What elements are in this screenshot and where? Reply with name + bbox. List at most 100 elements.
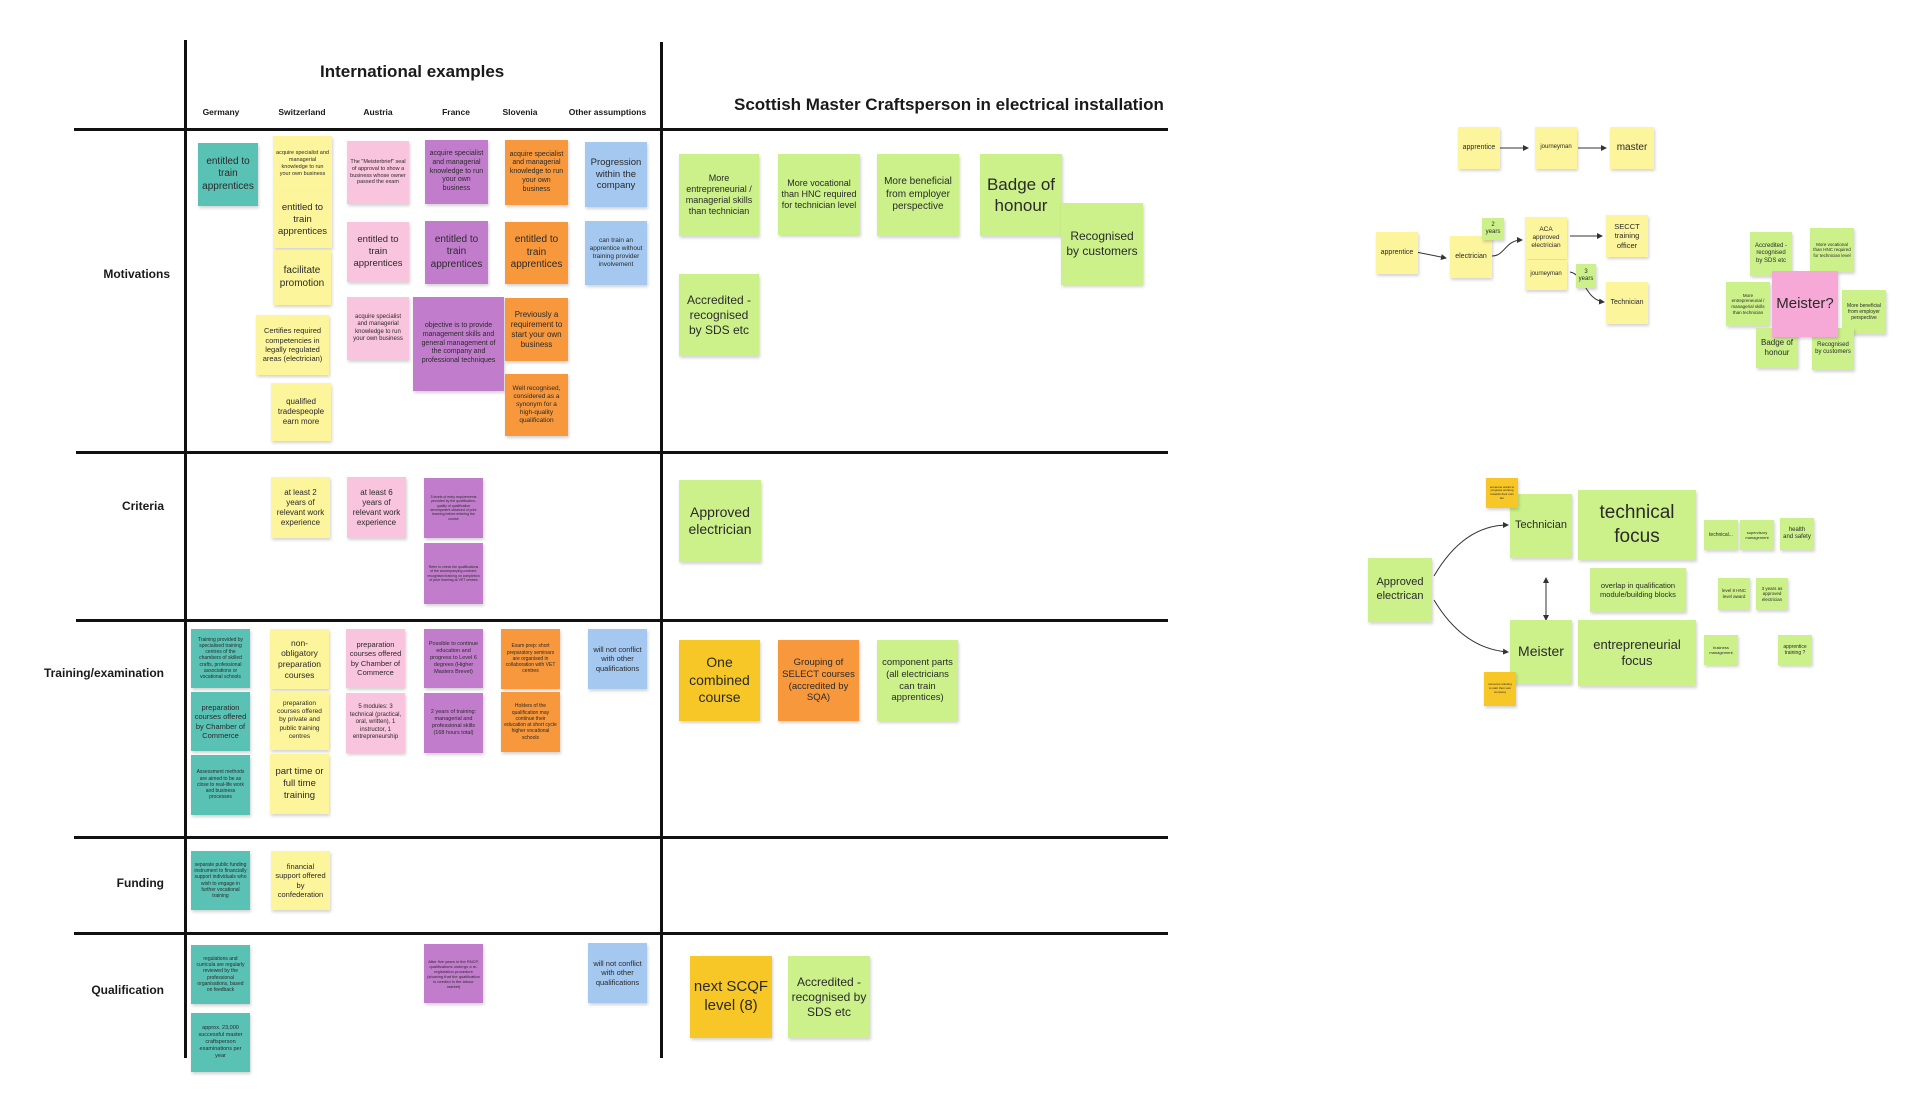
sticky-note[interactable]: will not conflict with other qualificati…	[588, 629, 647, 689]
sticky-note[interactable]: Well recognised, considered as a synonym…	[505, 374, 568, 436]
sticky-note[interactable]: Certifies required competencies in legal…	[256, 315, 329, 375]
sticky-note[interactable]: More vocational than HNC required for te…	[1810, 228, 1854, 272]
sticky-note[interactable]: Badge of honour	[980, 154, 1062, 236]
sticky-note[interactable]: journeyman	[1525, 260, 1567, 290]
sticky-note[interactable]: Meister	[1510, 620, 1572, 684]
sticky-note[interactable]: entitled to train apprentices	[198, 143, 258, 206]
sticky-note[interactable]: Approved electrician	[679, 480, 761, 562]
sticky-note[interactable]: apprentice training ?	[1778, 635, 1812, 665]
sticky-note[interactable]: More entrepreneurial / managerial skills…	[679, 154, 759, 236]
col-switzerland: Switzerland	[278, 107, 326, 117]
row-funding: Funding	[116, 876, 164, 890]
sticky-note[interactable]: apprentice	[1376, 232, 1418, 274]
sticky-note[interactable]: regulations and curricula are regularly …	[191, 945, 250, 1004]
sticky-note[interactable]: Approved electrican	[1368, 558, 1432, 622]
sticky-note[interactable]: Refer to check the qualifications of the…	[424, 543, 483, 604]
sticky-note[interactable]: One combined course	[679, 640, 760, 721]
sticky-note[interactable]: part time or full time training	[270, 754, 329, 814]
sticky-note[interactable]: qualified tradespeople earn more	[271, 383, 331, 441]
sticky-note[interactable]: will not conflict with other qualificati…	[588, 943, 647, 1003]
sticky-note[interactable]: SECCT training officer	[1606, 215, 1648, 257]
arrow-apprentice-electrician	[1415, 251, 1447, 260]
sticky-note[interactable]: electrician	[1450, 236, 1492, 278]
sticky-note[interactable]: acquire specialist and managerial knowle…	[425, 140, 488, 204]
sticky-note[interactable]: health and safety	[1780, 518, 1814, 550]
sticky-note[interactable]: separate public funding instrument to fi…	[191, 851, 250, 910]
sticky-note[interactable]: objective is to provide management skill…	[413, 297, 504, 391]
col-france: France	[442, 107, 470, 117]
sticky-note[interactable]: entitled to train apprentices	[347, 222, 409, 282]
sticky-note[interactable]: 3 years as approved electrician	[1756, 578, 1788, 610]
sticky-note[interactable]: Accredited - recognised by SDS etc	[1750, 232, 1792, 276]
sticky-note[interactable]: supervisory management	[1740, 520, 1774, 550]
sticky-note[interactable]: Possible to continue education and progr…	[424, 629, 483, 688]
sticky-note[interactable]: Progression within the company	[585, 142, 647, 207]
sticky-note[interactable]: technical focus	[1578, 490, 1696, 560]
sticky-note[interactable]: Technician	[1606, 282, 1648, 324]
col-other-assumptions: Other assumptions	[568, 107, 647, 117]
sticky-note[interactable]: facilitate promotion	[273, 250, 331, 305]
sticky-note[interactable]: More entrepreneurial / managerial skills…	[1726, 282, 1770, 326]
sticky-note[interactable]: acquire specialist and managerial knowle…	[273, 136, 332, 192]
col-austria: Austria	[363, 107, 393, 117]
sticky-note[interactable]: Grouping of SELECT courses (accredited b…	[778, 640, 859, 721]
sticky-note[interactable]: After five years in the RNCP, qualificat…	[424, 944, 483, 1003]
grid-vline-mid	[660, 42, 663, 1058]
grid-hline-4	[74, 932, 1168, 935]
sticky-note[interactable]: at least 6 years of relevant work experi…	[347, 477, 406, 538]
grid-hline-2	[76, 619, 1168, 622]
sticky-note[interactable]: Assessment methods are aimed to be as cl…	[191, 755, 250, 815]
grid-vline-left	[184, 40, 187, 1058]
sticky-note[interactable]: The "Meisterbrief" seal of approval to s…	[347, 141, 409, 204]
sticky-note[interactable]: entitled to train apprentices	[273, 192, 332, 248]
sticky-note[interactable]: next SCQF level (8)	[690, 956, 772, 1038]
sticky-note[interactable]: preparation courses offered by private a…	[270, 691, 329, 750]
meister-question-note[interactable]: Meister?	[1772, 271, 1838, 337]
sticky-note[interactable]: acquire specialist and managerial knowle…	[347, 297, 409, 360]
sticky-note[interactable]: Previously a requirement to start your o…	[505, 298, 568, 361]
sticky-note[interactable]: entitled to train apprentices	[505, 222, 568, 284]
sticky-note[interactable]: Training provided by specialised trainin…	[191, 629, 250, 688]
sticky-note[interactable]: More beneficial from employer perspectiv…	[877, 154, 959, 236]
sticky-note[interactable]: 3 levels of entry requirements provided …	[424, 478, 483, 538]
sticky-note[interactable]: non-obligatory preparation courses	[270, 629, 329, 689]
arrow-approved-technician	[1433, 522, 1509, 577]
sticky-note[interactable]: preparation courses offered by Chamber o…	[191, 692, 250, 751]
sticky-note[interactable]: Technician	[1510, 494, 1572, 558]
scottish-master-title: Scottish Master Craftsperson in electric…	[734, 95, 1164, 114]
sticky-note[interactable]: ACA approved electrician	[1525, 217, 1567, 259]
sticky-note[interactable]: can train an apprentice without training…	[585, 221, 647, 285]
row-training-examination: Training/examination	[43, 666, 164, 680]
sticky-note[interactable]: 2 years of training: managerial and prof…	[424, 693, 483, 753]
sticky-note[interactable]: entrepreneurial focus	[1578, 620, 1696, 686]
grid-hline-1	[76, 451, 1168, 454]
sticky-note[interactable]: preparation courses offered by Chamber o…	[346, 629, 405, 688]
sticky-note[interactable]: Accredited - recognised by SDS etc	[788, 956, 870, 1038]
sticky-note[interactable]: apprentice	[1458, 127, 1500, 169]
sticky-note[interactable]: 2 years	[1482, 218, 1504, 240]
sticky-note[interactable]: level 8 HNC level award	[1718, 578, 1750, 610]
grid-hline-header	[74, 128, 1168, 131]
col-slovenia: Slovenia	[502, 107, 538, 117]
sticky-note[interactable]: More beneficial from employer perspectiv…	[1842, 290, 1886, 334]
sticky-note[interactable]: acquire specialist and managerial knowle…	[505, 140, 568, 205]
sticky-note[interactable]: entitled to train apprentices	[425, 221, 488, 284]
sticky-note[interactable]: at least 2 years of relevant work experi…	[271, 477, 330, 538]
sticky-note[interactable]: business management	[1704, 635, 1738, 665]
sticky-note[interactable]: financial support offered by confederati…	[271, 851, 330, 910]
sticky-note[interactable]: someone wanting to start their own compa…	[1484, 672, 1516, 706]
sticky-note[interactable]: component parts (all electricians can tr…	[877, 640, 958, 721]
sticky-note[interactable]: technical...	[1704, 520, 1738, 550]
sticky-note[interactable]: More vocational than HNC required for te…	[778, 154, 860, 235]
sticky-note[interactable]: Recognised by customers	[1061, 203, 1143, 285]
sticky-note[interactable]: Exam prep: short preparatory seminars ar…	[501, 629, 560, 689]
sticky-note[interactable]: someone wants to progress working toward…	[1486, 478, 1518, 508]
sticky-note[interactable]: Accredited - recognised by SDS etc	[679, 274, 759, 356]
sticky-note[interactable]: 5 modules: 3 technical (practical, oral,…	[346, 693, 405, 753]
sticky-note[interactable]: Holders of the qualification may continu…	[501, 692, 560, 752]
sticky-note[interactable]: 3 years	[1576, 264, 1596, 288]
sticky-note[interactable]: overlap in qualification module/building…	[1590, 568, 1686, 612]
sticky-note[interactable]: approx. 23,000 successful master craftsp…	[191, 1013, 250, 1072]
sticky-note[interactable]: journeyman	[1535, 127, 1577, 169]
sticky-note[interactable]: master	[1610, 127, 1654, 169]
